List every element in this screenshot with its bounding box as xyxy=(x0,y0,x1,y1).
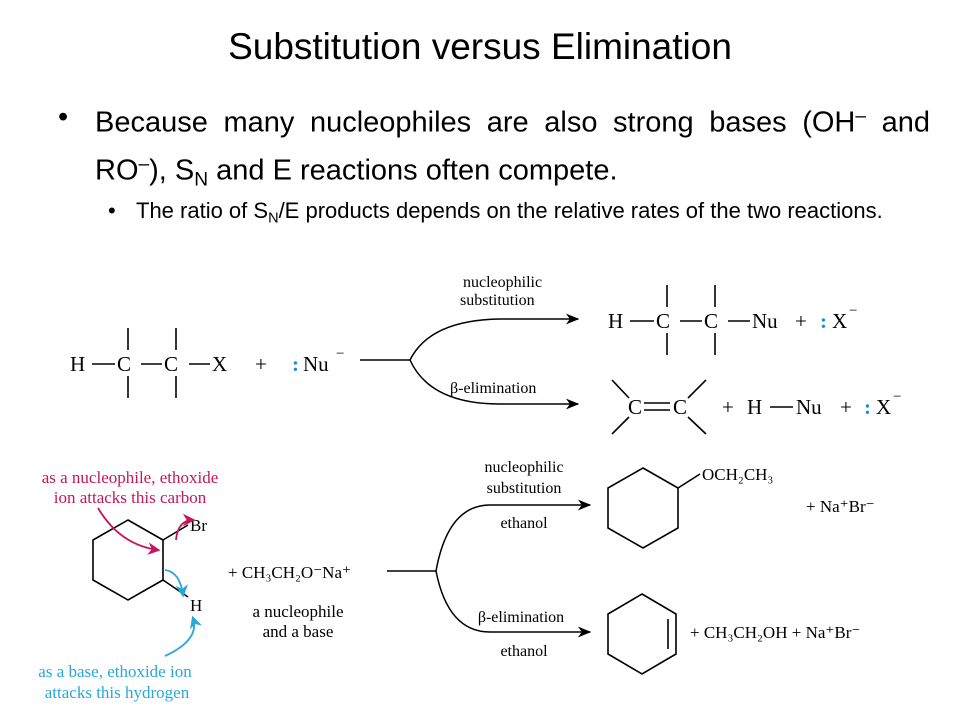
elimination-product: + CH₃CH₂OH + Na⁺Br⁻ xyxy=(607,593,860,675)
x-ion-2: X xyxy=(876,395,891,419)
scheme2-reagent: + CH₃CH₂O⁻Na⁺ a nucleophile and a base xyxy=(228,563,351,641)
bullet-2-text: The ratio of SN/E products depends on th… xyxy=(136,198,883,227)
scheme1-reactant: H C C X + : Nu − xyxy=(70,328,344,398)
p-atom-nu: Nu xyxy=(752,309,778,333)
reagent-note-2: and a base xyxy=(263,622,334,641)
slide-title: Substitution versus Elimination xyxy=(228,26,732,67)
bromine: Br xyxy=(190,516,207,535)
reagent-note-1: a nucleophile xyxy=(252,602,343,621)
annotation-carbon-1: as a nucleophile, ethoxide xyxy=(42,468,219,487)
charge: − xyxy=(336,346,344,362)
atom-x: X xyxy=(212,352,227,376)
annotation-hydrogen-2: attacks this hydrogen xyxy=(45,683,190,702)
salt-1: + Na⁺Br⁻ xyxy=(806,497,875,516)
x-ion: X xyxy=(832,309,847,333)
reagent-ethoxide: + CH₃CH₂O⁻Na⁺ xyxy=(228,563,351,582)
e-atom-c2: C xyxy=(673,395,687,419)
p-atom-c2: C xyxy=(704,309,718,333)
substitution-product: OCH₂CH₃ + Na⁺Br⁻ xyxy=(607,465,875,549)
e-atom-h: H xyxy=(747,395,762,419)
nucleophile: Nu xyxy=(303,352,329,376)
x-charge-2: − xyxy=(893,389,901,405)
plus-sign: + xyxy=(255,352,267,376)
plus-sign-4: + xyxy=(840,395,852,419)
scheme1-subst-product: H C C Nu + : X − xyxy=(608,285,857,355)
atom-c2: C xyxy=(164,352,178,376)
lone-pair-2: : xyxy=(820,309,827,333)
bullet-2-glyph: • xyxy=(108,198,116,223)
bullet-1-glyph: • xyxy=(58,101,69,133)
ethoxy-group: OCH₂CH₃ xyxy=(702,465,773,484)
p-atom-c1: C xyxy=(656,309,670,333)
annotation-carbon-2: ion attacks this carbon xyxy=(54,488,207,507)
hydrogen: H xyxy=(190,596,202,615)
scheme2-fork: nucleophilic substitution ethanol β-elim… xyxy=(387,459,592,660)
atom-c1: C xyxy=(117,352,131,376)
elim-label: β-elimination xyxy=(450,380,536,397)
lone-pair-3: : xyxy=(864,395,871,419)
bullet-1-text: Because many nucleophiles are also stron… xyxy=(95,106,930,190)
lone-pair: : xyxy=(292,352,299,376)
elim-coproducts: + CH₃CH₂OH + Na⁺Br⁻ xyxy=(690,623,860,642)
bromocyclohexane: Br H xyxy=(92,507,207,657)
p-atom-h: H xyxy=(608,309,623,333)
scheme1-fork: nucleophilic substitution β-elimination xyxy=(360,274,580,410)
solvent-2: ethanol xyxy=(500,643,548,660)
scheme1-elim-product: C C + H Nu + : X − xyxy=(611,379,901,435)
annotation-hydrogen-1: as a base, ethoxide ion xyxy=(38,662,192,681)
subst2-label-2: substitution xyxy=(487,480,562,497)
elim2-label: β-elimination xyxy=(478,609,564,626)
subst-label-2: substitution xyxy=(460,292,535,309)
e-atom-c1: C xyxy=(628,395,642,419)
e-atom-nu: Nu xyxy=(796,395,822,419)
plus-sign-3: + xyxy=(722,395,734,419)
subst-label-1: nucleophilic xyxy=(463,274,542,291)
solvent-1: ethanol xyxy=(500,515,548,532)
plus-sign-2: + xyxy=(795,309,807,333)
x-charge: − xyxy=(849,303,857,319)
scheme2-annotations: as a nucleophile, ethoxide ion attacks t… xyxy=(38,468,218,702)
atom-h: H xyxy=(70,352,85,376)
subst2-label-1: nucleophilic xyxy=(484,459,563,476)
